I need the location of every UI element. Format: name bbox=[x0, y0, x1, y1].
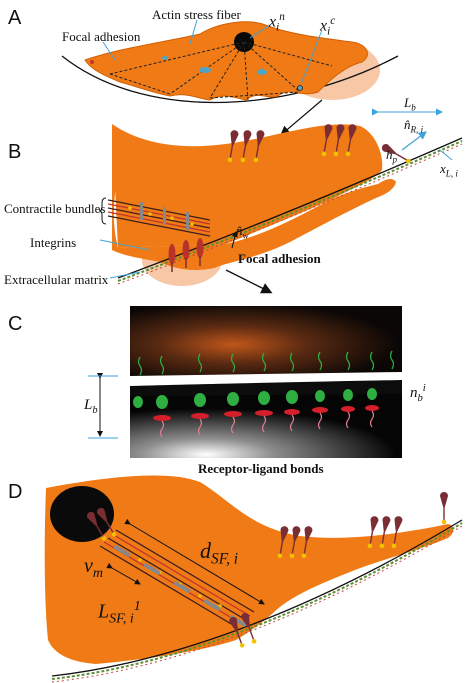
integrins-label: Integrins bbox=[30, 235, 77, 250]
ecm-fibers-b2 bbox=[117, 143, 463, 285]
focal-adhesion-label-b: Focal adhesion bbox=[238, 251, 321, 266]
v-m-sub: m bbox=[92, 566, 104, 581]
x-c-sup: c bbox=[330, 15, 336, 27]
actin-stress-fibers-a bbox=[109, 41, 333, 101]
ecm-leader bbox=[109, 271, 141, 279]
l-sf-base: L bbox=[98, 600, 110, 623]
l-b-sub-c: b bbox=[92, 405, 98, 416]
contractile-bundles-label: Contractile bundles bbox=[4, 201, 106, 216]
h-p-sub: p bbox=[392, 154, 398, 165]
n-w-arrow bbox=[231, 231, 238, 249]
cell-body-a bbox=[84, 21, 368, 101]
bundle-yellow-dots-b bbox=[128, 206, 194, 226]
x-n-label: xin bbox=[269, 11, 285, 34]
ecm-fibers-b bbox=[117, 140, 463, 282]
adhesion-dot-a bbox=[90, 60, 94, 64]
panel-b-graphics bbox=[98, 108, 463, 294]
green-ligands-c bbox=[133, 388, 377, 409]
v-m-base: v bbox=[84, 555, 93, 577]
d-sf-dim bbox=[124, 518, 265, 605]
d-sf-sub: SF, i bbox=[211, 550, 239, 568]
fa-arrow-b bbox=[225, 269, 273, 294]
panel-a-to-b-arrow bbox=[280, 99, 323, 136]
x-c-sub: i bbox=[327, 25, 331, 38]
l-b-base-b: L bbox=[404, 95, 412, 110]
panel-d-graphics bbox=[44, 475, 463, 683]
n-r-sub: R, i bbox=[410, 124, 424, 135]
substrate-line-a bbox=[61, 55, 399, 104]
l-b-label-c: Lb bbox=[84, 398, 98, 417]
l-sf-sup: 1 bbox=[133, 599, 141, 614]
d-sf-label: dSF, i bbox=[200, 540, 238, 567]
cell-body-b bbox=[112, 124, 396, 270]
l-b-sub-b: b bbox=[411, 102, 416, 113]
integrins-leader bbox=[99, 239, 151, 251]
l-b-label-b: Lb bbox=[404, 96, 416, 113]
x-l-leader bbox=[439, 149, 453, 161]
n-r-arrow bbox=[401, 131, 427, 151]
v-m-label: vm bbox=[84, 556, 103, 581]
n-w-sub: w bbox=[242, 230, 249, 241]
n-r-base: n̂ bbox=[404, 117, 411, 132]
actin-fiber-leader bbox=[189, 19, 198, 45]
red-tethers-c bbox=[159, 410, 375, 438]
panel-c-letter: C bbox=[8, 313, 23, 335]
xn-leader bbox=[249, 24, 271, 39]
h-p-label: hp bbox=[386, 148, 397, 165]
focal-adhesion-leader bbox=[102, 41, 116, 61]
panel-c-dark-band bbox=[130, 380, 402, 396]
bracket-b bbox=[98, 197, 107, 225]
n-b-label: nbi bbox=[410, 383, 426, 405]
x-c-label: xic bbox=[320, 15, 336, 38]
panel-a-letter: A bbox=[8, 7, 22, 29]
l-sf-sub: SF, i bbox=[109, 611, 134, 627]
panel-d-letter: D bbox=[8, 481, 23, 503]
l-b-base-c: L bbox=[84, 397, 93, 413]
green-tethers-c bbox=[137, 350, 395, 376]
xc-leader bbox=[300, 29, 323, 85]
d-sf-base: d bbox=[200, 538, 211, 563]
n-b-sub: b bbox=[417, 393, 423, 404]
h-p-base: h bbox=[386, 147, 393, 162]
n-w-base: n̂ bbox=[236, 223, 243, 238]
ecm-fibers-d bbox=[51, 522, 463, 680]
n-r-label: n̂R, i bbox=[404, 118, 423, 135]
x-l-base: x bbox=[440, 161, 446, 176]
adhesion-spots-a bbox=[162, 56, 267, 75]
cell-top-b bbox=[112, 124, 383, 248]
panel-a-graphics bbox=[61, 19, 399, 136]
panel-c-graphics bbox=[88, 306, 402, 458]
x-n-sub: i bbox=[276, 21, 280, 34]
bundle-grey-bars-b bbox=[140, 202, 189, 230]
ecm-fibers-d2 bbox=[51, 525, 463, 683]
extracellular-matrix-label: Extracellular matrix bbox=[4, 272, 109, 287]
x-c-base: x bbox=[320, 17, 328, 35]
focal-adhesion-label-a: Focal adhesion bbox=[62, 29, 141, 44]
l-sf-label: LSF, i1 bbox=[98, 600, 141, 627]
x-l-label: xL, i bbox=[440, 162, 458, 179]
node-marker-a bbox=[297, 85, 303, 91]
contractile-bundles-b bbox=[107, 199, 211, 237]
l-sf-dim bbox=[106, 562, 141, 585]
red-receptors-c bbox=[153, 405, 379, 421]
n-b-base: n bbox=[410, 385, 418, 401]
x-n-base: x bbox=[269, 13, 277, 31]
n-b-sup: i bbox=[422, 383, 426, 394]
receptor-ligand-caption: Receptor-ligand bonds bbox=[198, 461, 324, 476]
n-w-label: n̂w bbox=[236, 224, 249, 241]
panel-b-letter: B bbox=[8, 141, 22, 163]
x-n-sup: n bbox=[279, 11, 285, 23]
panel-c-top-cell bbox=[130, 306, 402, 376]
actin-stress-fiber-label: Actin stress fiber bbox=[152, 7, 241, 22]
x-l-sub: L, i bbox=[445, 168, 458, 179]
